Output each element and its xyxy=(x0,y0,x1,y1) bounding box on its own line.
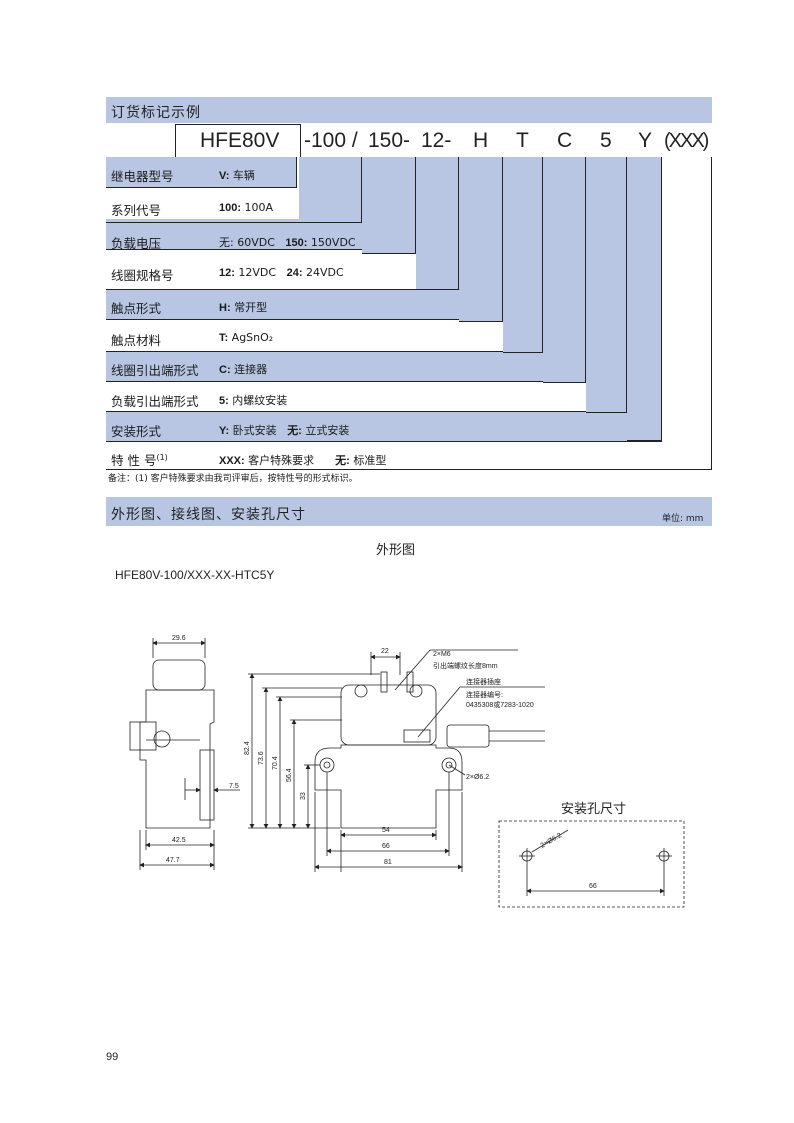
outline-section-title: 外形图、接线图、安装孔尺寸 xyxy=(111,507,306,523)
code-mounting: Y xyxy=(638,129,653,152)
side-top-block xyxy=(152,659,206,691)
code-coil: 12- xyxy=(421,129,452,152)
stem-contact-form xyxy=(459,157,503,322)
code-special: (XXX) xyxy=(664,130,709,152)
code-contact-form: H xyxy=(473,129,489,152)
row-line-5 xyxy=(106,351,503,352)
dim-side-offset: 7.5 xyxy=(229,783,239,790)
row-desc-special: XXX: 客户特殊要求 无: 标准型 xyxy=(219,454,387,467)
row-label-contact-form: 触点形式 xyxy=(111,301,162,316)
dim-h5: 33 xyxy=(300,792,307,800)
row-label-special-text: 特 性 号 xyxy=(111,453,157,468)
dim-base-outer: 47.7 xyxy=(166,857,180,864)
unit-label: 单位: mm xyxy=(662,514,704,524)
dim-w3: 81 xyxy=(384,859,392,866)
mount-frame xyxy=(498,820,685,908)
code-model: HFE80V xyxy=(200,129,280,152)
drawing-title: 外形图 xyxy=(376,543,416,558)
callout-part-no: 0435308或7283-1020 xyxy=(466,700,534,709)
row-label-special: 特 性 号(1) xyxy=(111,450,168,469)
callout-screw: 2×M6 xyxy=(433,651,451,658)
stem-voltage xyxy=(362,157,416,254)
row-desc-load-terminal: 5: 内螺纹安装 xyxy=(219,394,288,407)
stem-load-terminal xyxy=(586,157,627,413)
callout-part-no-label: 连接器编号: xyxy=(466,690,503,699)
row-desc-coil-terminal: C: 连接器 xyxy=(219,363,268,376)
side-flange xyxy=(199,749,215,821)
row-label-coil: 线圈规格号 xyxy=(111,268,174,283)
code-series: -100 / xyxy=(304,129,358,152)
row-desc-coil: 12: 12VDC 24: 24VDC xyxy=(219,266,344,279)
row-desc-contact-material: T: AgSnO₂ xyxy=(219,331,274,344)
dim-h2: 73.6 xyxy=(258,751,265,765)
ordering-header-band xyxy=(106,97,712,123)
stem-special xyxy=(662,157,712,470)
stem-mounting xyxy=(627,157,662,441)
dim-h3: 70.4 xyxy=(272,756,279,770)
row-bg-6 xyxy=(106,351,586,382)
dim-h1: 82.4 xyxy=(244,741,251,755)
row-line-3 xyxy=(106,289,416,290)
code-coil-terminal: C xyxy=(557,129,573,152)
stem-coil-terminal xyxy=(543,157,586,383)
side-connector xyxy=(129,721,157,751)
row-label-special-sup: (1) xyxy=(156,452,168,462)
dim-top-width: 29.6 xyxy=(172,635,186,642)
row-desc-voltage: 无: 60VDC 150: 150VDC xyxy=(219,236,356,249)
dim-h4: 56.4 xyxy=(286,768,293,782)
front-stud-right xyxy=(409,684,423,698)
row-desc-mounting: Y: 卧式安装 无: 立式安装 xyxy=(219,424,350,437)
side-body xyxy=(139,689,215,829)
row-label-model: 继电器型号 xyxy=(111,169,174,184)
code-contact-material: T xyxy=(516,129,529,152)
side-connector-knob xyxy=(153,730,171,748)
callout-connector: 连接器插座 xyxy=(466,677,501,686)
connector-plug xyxy=(446,724,490,748)
row-label-load-terminal: 负载引出端形式 xyxy=(111,394,199,409)
front-terminal-left xyxy=(380,671,388,693)
front-top-body xyxy=(340,684,437,746)
mount-hole-label: 2×Ø6.2 xyxy=(540,832,564,850)
code-load-terminal: 5 xyxy=(600,129,612,152)
row-desc-series: 100: 100A xyxy=(219,201,274,214)
footnote: 备注：(1) 客户特殊要求由我司评审后，按特性号的形式标识。 xyxy=(108,474,358,484)
callout-thread: 引出端螺纹长度8mm xyxy=(433,661,498,670)
outline-header-band xyxy=(106,497,712,526)
row-label-series: 系列代号 xyxy=(111,203,162,218)
front-base xyxy=(314,744,463,829)
row-label-contact-material: 触点材料 xyxy=(111,333,162,348)
row-bg-0 xyxy=(106,157,297,188)
dim-terminal-spacing: 22 xyxy=(381,648,389,655)
row-desc-model: V: 车辆 xyxy=(219,169,255,182)
stem-coil xyxy=(416,157,459,290)
row-label-mounting: 安装形式 xyxy=(111,424,162,439)
code-row-box xyxy=(175,124,301,159)
front-stud-left xyxy=(354,684,368,698)
mount-title: 安装孔尺寸 xyxy=(561,802,627,817)
row-line-1 xyxy=(106,222,362,223)
dim-hole-label: 2×Ø6.2 xyxy=(466,774,489,781)
dim-base-inner: 42.5 xyxy=(172,837,186,844)
code-voltage: 150- xyxy=(368,129,411,152)
stem-contact-material xyxy=(503,157,543,353)
ordering-section-title: 订货标记示例 xyxy=(111,105,201,121)
dim-w1: 54 xyxy=(382,827,390,834)
model-number: HFE80V-100/XXX-XX-HTC5Y xyxy=(115,568,275,582)
front-connector xyxy=(403,729,431,743)
row-label-coil-terminal: 线圈引出端形式 xyxy=(111,363,199,378)
row-label-voltage: 负载电压 xyxy=(111,236,162,251)
row-line-7 xyxy=(106,411,586,412)
row-line-9 xyxy=(106,469,712,470)
row-desc-contact-form: H: 常开型 xyxy=(219,301,268,314)
mount-spacing: 66 xyxy=(589,883,597,890)
page-number: 99 xyxy=(106,1051,119,1063)
dim-w2: 66 xyxy=(382,843,390,850)
row-bg-4 xyxy=(106,289,503,320)
front-mount-hole-left xyxy=(319,757,335,773)
